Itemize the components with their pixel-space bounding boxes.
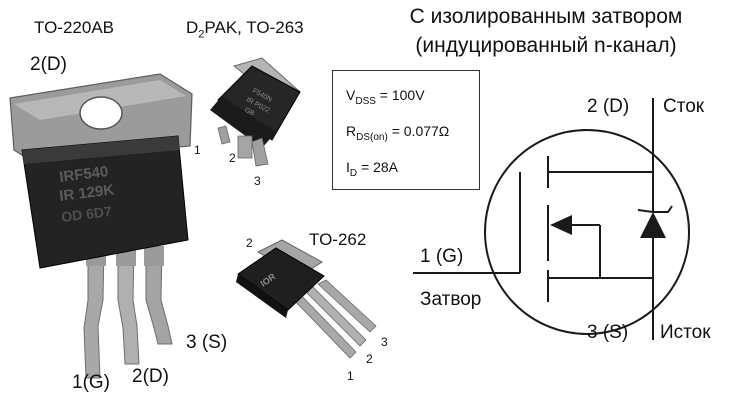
- mosfet-symbol: [413, 98, 690, 340]
- spec-rds-sub: DS(on): [356, 131, 388, 143]
- to220-package: IRF540 IR 129K OD 6D7: [9, 73, 193, 379]
- d2pak-package: F540N IR P022 GB: [210, 57, 301, 167]
- source-pin-label: 3 (S): [587, 322, 629, 343]
- zener-triangle: [640, 212, 666, 238]
- to262-pin-2: 2: [366, 352, 373, 366]
- spec-rds-value: = 0.077Ω: [387, 123, 450, 139]
- to220-marking-1: IRF540: [58, 163, 109, 186]
- source-name-label: Исток: [660, 322, 711, 343]
- d2pak-label-prefix: D: [186, 18, 199, 37]
- mounting-hole: [79, 96, 123, 130]
- spec-vdss-symbol: V: [346, 87, 356, 103]
- d2pak-pin-3: 3: [254, 174, 261, 188]
- to220-leads: [83, 246, 173, 379]
- spec-rds-symbol: R: [346, 123, 357, 139]
- drain-name-label: Сток: [663, 96, 705, 117]
- to220-label: TO-220AB: [34, 18, 115, 37]
- to220-pin-2: 2(D): [132, 366, 169, 387]
- d2pak-marking-3: GB: [243, 107, 256, 118]
- to220-pin-drain-top: 2(D): [30, 54, 67, 75]
- d2pak-label-sub: 2: [198, 28, 205, 41]
- gate-name-label: Затвор: [420, 289, 482, 310]
- spec-id-symbol: I: [346, 159, 350, 175]
- channel-arrow: [550, 215, 572, 235]
- d2pak-label: D2PAK, TO-263: [186, 19, 304, 40]
- d2pak-label-suffix: PAK, TO-263: [204, 18, 304, 37]
- symbol-heading-line1: С изолированным затвором: [409, 5, 683, 28]
- to220-pin-1: 1(G): [72, 372, 110, 393]
- spec-id-sub: D: [349, 167, 358, 179]
- to262-package: IOR: [236, 239, 377, 359]
- spec-vdss-value: = 100V: [375, 87, 425, 103]
- to262-pin-1: 1: [347, 369, 354, 383]
- spec-vdss-sub: DSS: [355, 95, 376, 107]
- to220-pin-3: 3 (S): [186, 332, 228, 353]
- d2pak-pin-2: 2: [229, 151, 236, 165]
- to262-pin-top: 2: [246, 236, 253, 250]
- symbol-heading-line2: (индуцированный n-канал): [415, 34, 677, 57]
- spec-rds: RDS(on) = 0.077Ω: [346, 123, 449, 143]
- symbol-envelope: [484, 129, 690, 335]
- spec-id-value: = 28A: [357, 159, 398, 175]
- spec-box: VDSS = 100V RDS(on) = 0.077Ω ID = 28A: [332, 70, 480, 190]
- to220-marking-2: IR 129K: [58, 181, 115, 205]
- drain-pin-label: 2 (D): [587, 96, 630, 117]
- gate-pin-label: 1 (G): [420, 246, 464, 267]
- to220-marking-3: OD 6D7: [60, 203, 112, 225]
- spec-id: ID = 28A: [346, 159, 398, 179]
- to262-pin-3: 3: [381, 335, 388, 349]
- d2pak-pin-1: 1: [194, 143, 201, 157]
- to262-label: TO-262: [309, 230, 367, 249]
- spec-vdss: VDSS = 100V: [346, 87, 425, 107]
